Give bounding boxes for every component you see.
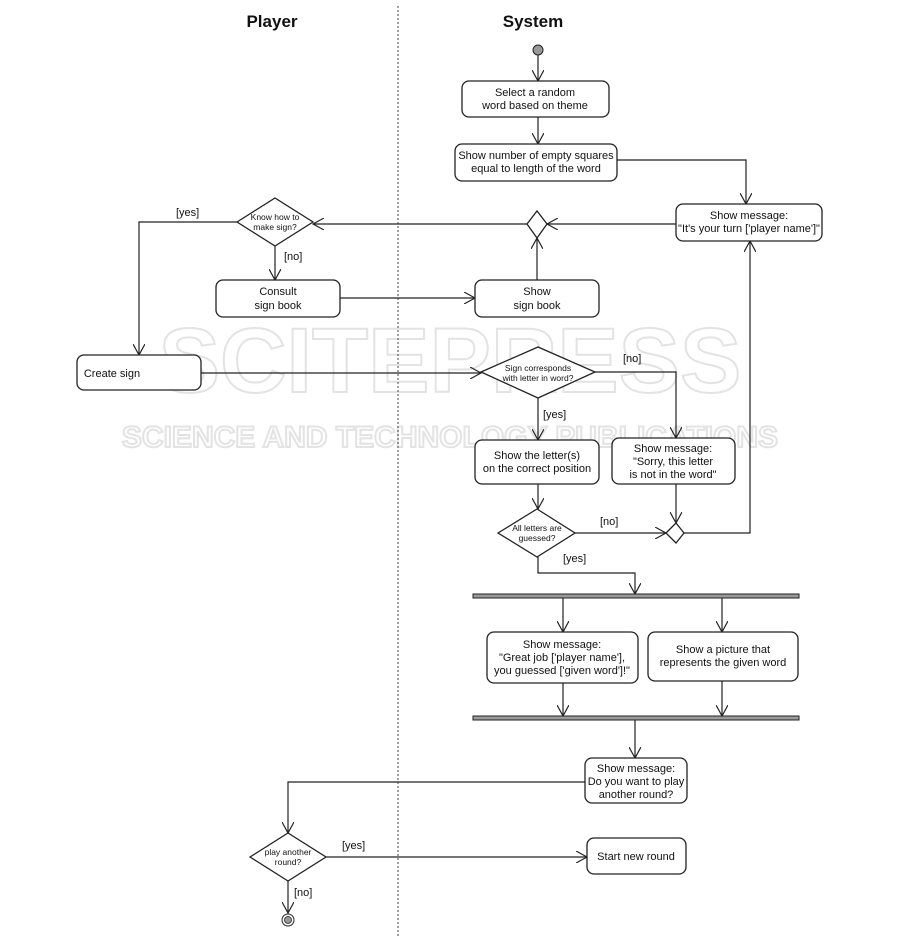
edge-squares-turn — [617, 159, 746, 204]
action-consult: Consult sign book — [215, 279, 341, 318]
action-play-again-message: Show message: Do you want to play anothe… — [584, 757, 688, 804]
guard-all-no: [no] — [600, 516, 618, 528]
svg-text:equal to length of the word: equal to length of the word — [471, 163, 601, 175]
svg-text:Sign corresponds: Sign corresponds — [505, 363, 571, 373]
svg-text:you guessed ['given word']!": you guessed ['given word']!" — [494, 665, 630, 677]
final-node — [281, 913, 295, 927]
svg-text:Select a random: Select a random — [495, 87, 575, 99]
svg-text:play another: play another — [265, 847, 312, 857]
edge-know-yes — [139, 221, 237, 355]
decision-play-again: play another round? — [248, 832, 328, 882]
svg-text:with letter in word?: with letter in word? — [502, 373, 574, 383]
guard-know-yes: [yes] — [176, 207, 199, 219]
fork-bar — [472, 593, 800, 599]
edge-sign-no — [595, 371, 676, 438]
merge-node-bottom — [665, 522, 685, 544]
svg-text:Consult: Consult — [259, 286, 296, 298]
svg-text:Create sign: Create sign — [84, 368, 140, 380]
edge-msg-play — [288, 781, 585, 833]
svg-text:sign book: sign book — [513, 300, 561, 312]
guard-play-yes: [yes] — [342, 840, 365, 852]
svg-text:on the correct position: on the correct position — [483, 463, 591, 475]
decision-sign-corresponds: Sign corresponds with letter in word? — [479, 346, 597, 399]
decision-know-sign: Know how to make sign? — [235, 197, 315, 247]
initial-node — [532, 44, 544, 56]
svg-text:represents the given word: represents the given word — [660, 657, 787, 669]
action-new-round: Start new round — [586, 837, 687, 875]
guard-all-yes: [yes] — [563, 553, 586, 565]
action-great-job: Show message: "Great job ['player name']… — [486, 631, 639, 684]
action-show-book: Show sign book — [474, 279, 600, 318]
svg-text:"Sorry, this letter: "Sorry, this letter — [633, 456, 713, 468]
join-bar — [472, 715, 800, 721]
guard-know-no: [no] — [284, 251, 302, 263]
svg-text:Show message:: Show message: — [710, 210, 788, 222]
svg-text:Do you want to play: Do you want to play — [588, 776, 685, 788]
action-your-turn: Show message: "It's your turn ['player n… — [675, 203, 823, 242]
svg-text:make sign?: make sign? — [253, 222, 297, 232]
svg-text:Show message:: Show message: — [597, 763, 675, 775]
svg-text:Show: Show — [523, 286, 551, 298]
svg-text:word based on theme: word based on theme — [481, 100, 588, 112]
action-sorry: Show message: "Sorry, this letter is not… — [611, 437, 736, 485]
svg-text:guessed?: guessed? — [519, 533, 556, 543]
decision-all-guessed: All letters are guessed? — [496, 508, 577, 558]
svg-text:All letters are: All letters are — [512, 523, 562, 533]
action-create-sign: Create sign — [76, 354, 202, 391]
guard-sign-no: [no] — [623, 353, 641, 365]
svg-text:"It's your turn ['player name': "It's your turn ['player name']" — [678, 223, 820, 235]
svg-text:Start new round: Start new round — [597, 851, 675, 863]
edge-all-yes — [537, 557, 635, 594]
action-show-squares: Show number of empty squares equal to le… — [454, 143, 618, 182]
svg-text:Show number of empty squares: Show number of empty squares — [458, 150, 614, 162]
action-picture: Show a picture that represents the given… — [647, 631, 799, 682]
guard-play-no: [no] — [294, 887, 312, 899]
svg-text:round?: round? — [275, 857, 302, 867]
svg-text:Show the letter(s): Show the letter(s) — [494, 450, 580, 462]
svg-text:Know how to: Know how to — [251, 212, 300, 222]
svg-text:Show a picture that: Show a picture that — [676, 644, 770, 656]
svg-text:"Great job ['player name'],: "Great job ['player name'], — [499, 652, 625, 664]
guard-sign-yes: [yes] — [543, 409, 566, 421]
action-select-word: Select a random word based on theme — [461, 80, 610, 118]
watermark-logo: SCITEPRESS — [159, 310, 742, 412]
svg-text:sign book: sign book — [254, 300, 302, 312]
svg-text:Show message:: Show message: — [634, 443, 712, 455]
edges — [139, 55, 750, 913]
merge-node-top — [526, 209, 548, 240]
svg-text:Show message:: Show message: — [523, 639, 601, 651]
action-show-letters: Show the letter(s) on the correct positi… — [474, 439, 600, 485]
edge-merge-turn — [684, 241, 750, 534]
svg-text:is not in the word": is not in the word" — [629, 469, 716, 481]
lane-header-player: Player — [246, 12, 297, 31]
svg-text:another round?: another round? — [599, 789, 674, 801]
lane-header-system: System — [503, 12, 563, 31]
